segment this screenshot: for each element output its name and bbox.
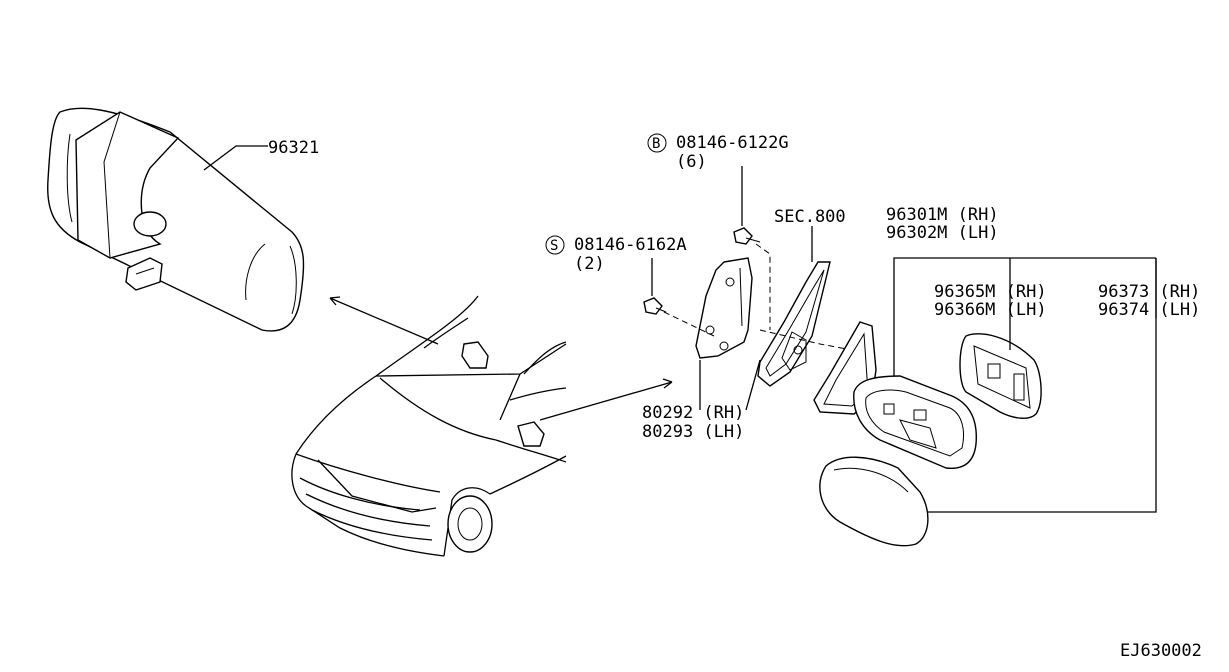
leader-96321	[203, 145, 268, 171]
bolt-s-symbol: S	[550, 238, 558, 254]
leader-80292-right	[745, 359, 761, 411]
leader-96301m	[893, 257, 1156, 376]
label-inner-mirror: 96321	[268, 138, 319, 158]
arrow-inner-mirror	[329, 296, 439, 345]
bolt-s-drawing	[643, 297, 667, 315]
arrow-door-mirror	[539, 378, 673, 421]
label-cover-rh: 96373 (RH)	[1098, 282, 1200, 302]
bolt-b-drawing	[733, 227, 761, 245]
label-finisher-lh: 80293 (LH)	[642, 422, 744, 442]
door-panel-drawing	[757, 261, 831, 387]
dash-bolt-b	[755, 243, 771, 330]
bolt-b-symbol: B	[652, 136, 660, 152]
mirror-glass-drawing	[959, 333, 1042, 419]
label-bolt-s-qty: (2)	[574, 254, 605, 274]
mirror-cover-drawing	[819, 456, 929, 547]
bolt-s-symbol-circle	[545, 235, 565, 255]
label-finisher-rh: 80292 (RH)	[642, 403, 744, 423]
label-door-mirror-lh: 96302M (LH)	[886, 223, 999, 243]
label-diagram-code: EJ630002	[1120, 641, 1202, 661]
label-glass-rh: 96365M (RH)	[934, 282, 1047, 302]
dash-door-panel	[759, 329, 853, 351]
label-cover-lh: 96374 (LH)	[1098, 300, 1200, 320]
label-glass-lh: 96366M (LH)	[934, 300, 1047, 320]
finisher-drawing	[695, 257, 753, 359]
leader-96373	[928, 258, 1157, 513]
label-bolt-s-code: 08146-6162A	[574, 235, 687, 255]
inner-mirror-drawing	[47, 107, 305, 332]
label-sec800: SEC.800	[774, 207, 846, 227]
label-door-mirror-rh: 96301M (RH)	[886, 205, 999, 225]
label-bolt-b-code: 08146-6122G	[676, 133, 789, 153]
label-bolt-b-qty: (6)	[676, 152, 707, 172]
bolt-b-symbol-circle	[647, 133, 667, 153]
car-body-drawing	[291, 295, 567, 557]
door-mirror-drawing	[813, 321, 977, 469]
